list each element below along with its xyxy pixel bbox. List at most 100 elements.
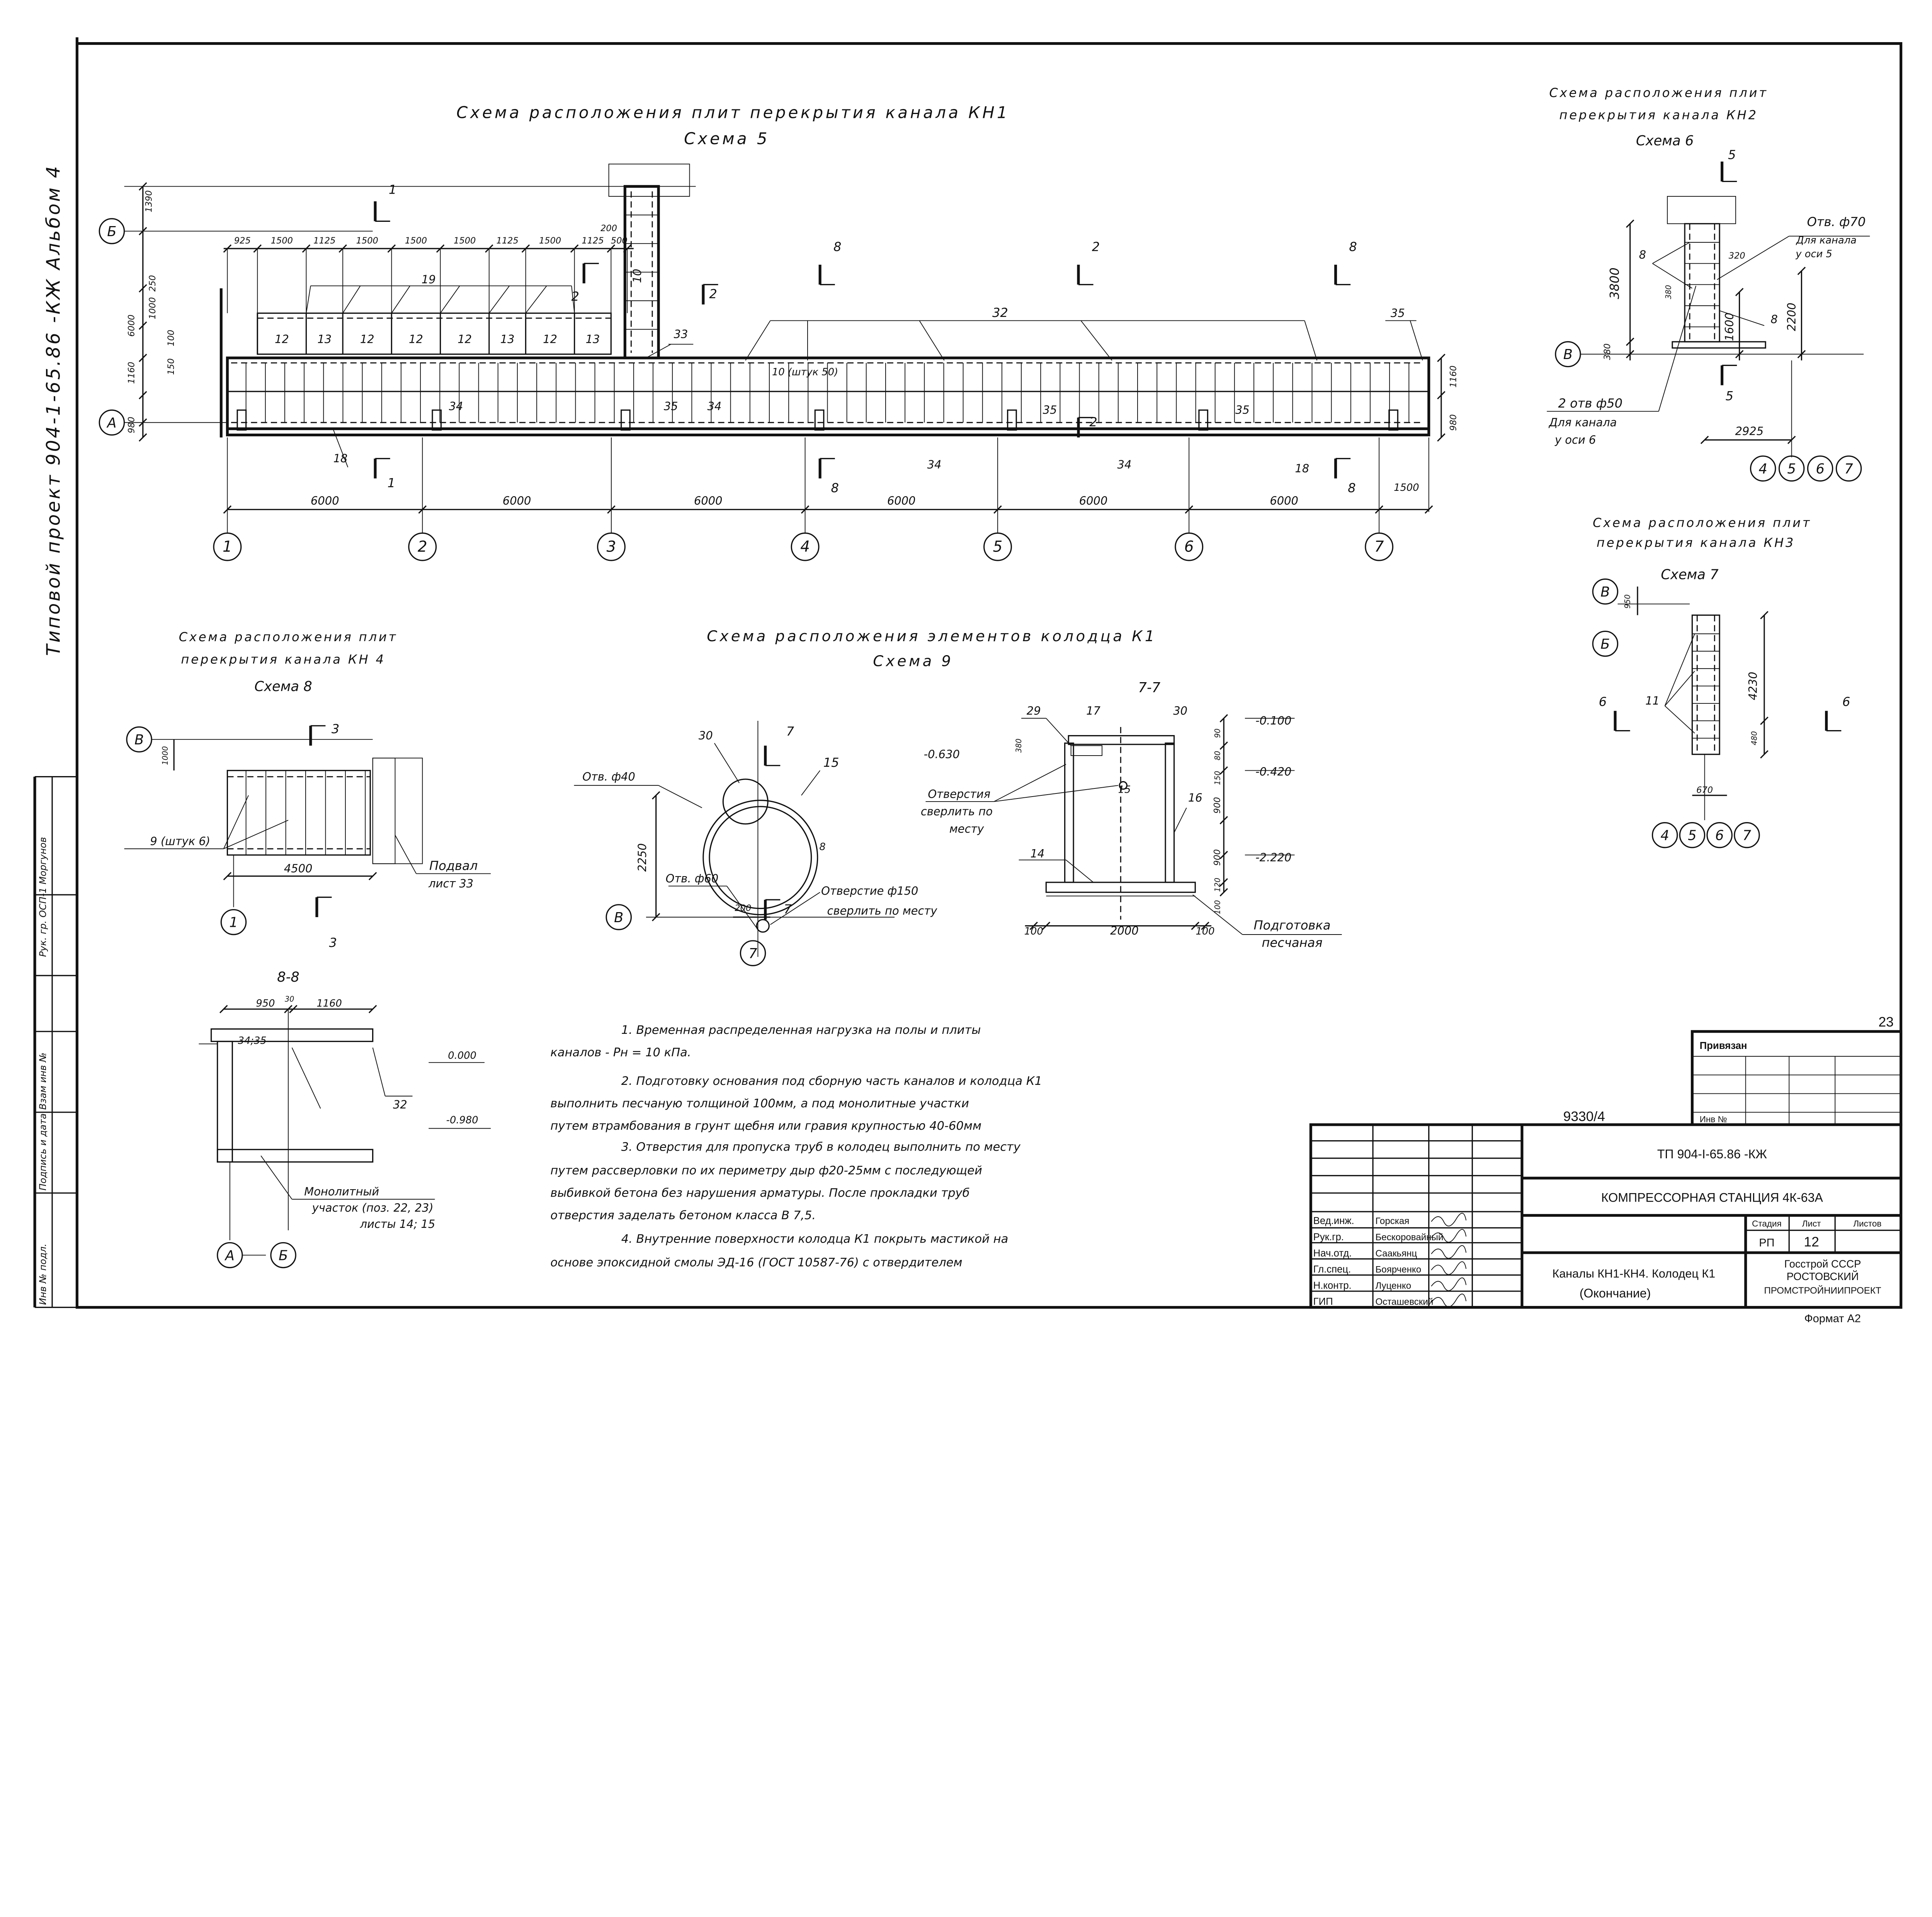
signature-name: Бескоровайный — [1375, 1232, 1443, 1243]
section-8-8-label: 32 — [393, 1098, 407, 1111]
section-7-7-label: -2.220 — [1255, 851, 1291, 864]
pipe-opening — [1119, 781, 1128, 790]
axis-marker — [1778, 455, 1805, 482]
axis-marker-1 — [220, 909, 247, 935]
axis-label: 3 — [607, 538, 616, 556]
dimension-tick — [1185, 505, 1193, 514]
sheet-reference: лист 33 — [428, 877, 473, 890]
leader-line — [489, 285, 510, 313]
mark-marks-9: 35 — [1043, 403, 1057, 417]
sheets-header: Листов — [1853, 1219, 1881, 1229]
format-label: Формат А2 — [1804, 1313, 1861, 1325]
basement-label: Подвал — [429, 858, 478, 873]
dimension-tick — [1219, 851, 1228, 859]
axis-label: Б — [279, 1248, 288, 1263]
axis-label: Б — [1600, 636, 1610, 652]
leader-line — [1665, 705, 1695, 734]
section-label: 8 — [1349, 240, 1357, 254]
note-line: 4. Внутренние поверхности колодца К1 пок… — [621, 1232, 1009, 1246]
dimension-tick — [1219, 816, 1228, 824]
mark-19: 19 — [422, 273, 436, 286]
leader-line — [993, 764, 1066, 802]
stage-header: Стадия — [1752, 1219, 1782, 1229]
support-block — [621, 409, 631, 431]
leader-line — [919, 320, 945, 361]
paper — [0, 0, 1932, 1330]
schema-6-title: перекрытия канала КН2 — [1559, 108, 1758, 123]
channel-kn3 — [1691, 615, 1720, 755]
stamp-strip-label: Подпись и дата — [37, 1113, 48, 1191]
section-label: 1 — [388, 475, 395, 490]
axis-label: 1 — [229, 915, 238, 931]
schema-7-title: перекрытия канала КН3 — [1597, 535, 1795, 550]
axis-label: 4 — [1759, 461, 1767, 477]
leader-line — [1410, 320, 1423, 361]
section-label: 8 — [1348, 480, 1355, 495]
archive-number: 9330/4 — [1563, 1109, 1605, 1124]
inv-label: Инв № — [1700, 1115, 1727, 1124]
engineering-drawing-sheet: Схема расположения плит перекрытия канал… — [0, 0, 1932, 1330]
section-7-7-label: 30 — [1173, 704, 1187, 717]
section-8-8-label: Монолитный — [304, 1185, 379, 1198]
span-dimension: 6000 — [503, 494, 531, 507]
dimension-tick — [138, 391, 147, 400]
adjacent-structure — [608, 163, 690, 197]
dimension-tick — [1219, 714, 1228, 723]
right-dimension: 1160 — [1448, 366, 1458, 388]
mark-marks-11: 34 — [927, 458, 942, 471]
leader-line — [391, 286, 410, 313]
basement-wall — [372, 758, 396, 864]
leader-line — [1664, 633, 1695, 706]
left-dimension: 1000 — [148, 297, 158, 319]
dimension-tick — [284, 1005, 293, 1013]
dimension-tick — [1375, 505, 1383, 514]
stamp-strip-label: Взам инв № — [37, 1052, 48, 1110]
mark-30: 30 — [699, 729, 713, 742]
top-dimension: 1125 — [313, 236, 335, 246]
span-dimension: 6000 — [1079, 494, 1108, 507]
dimension-tick — [418, 505, 427, 514]
axis-marker-7 — [1365, 532, 1394, 561]
left-dimension: 1390 — [144, 190, 154, 212]
support-block — [236, 409, 247, 431]
section-7-7-label: 100 — [1024, 926, 1043, 937]
plate-number: 13 — [500, 332, 515, 346]
axis-marker-3 — [597, 532, 626, 561]
section-7-7-label: 100 — [1213, 900, 1222, 914]
dimension-tick — [1437, 354, 1446, 362]
organization: ПРОМСТРОЙНИИПРОЕКТ — [1764, 1285, 1881, 1296]
section-7-7-label: песчаная — [1262, 935, 1322, 950]
section-label: 5 — [1726, 388, 1733, 403]
section-label: 3 — [329, 935, 337, 950]
leader-line — [801, 770, 820, 796]
drawing-subtitle: (Окончание) — [1580, 1286, 1651, 1300]
signature-role: Нач.отд. — [1313, 1248, 1352, 1259]
stage-value: РП — [1759, 1237, 1774, 1249]
section-8-8-label: 1160 — [316, 998, 342, 1009]
plate-number: 12 — [543, 332, 557, 346]
cover-slab — [1068, 735, 1175, 745]
note-line: каналов - Pн = 10 кПа. — [550, 1046, 691, 1059]
axis-label: 5 — [1688, 828, 1697, 844]
axis-marker — [1734, 822, 1760, 848]
axis-label: 5 — [1787, 461, 1796, 477]
leader-line — [726, 886, 759, 930]
leader-line — [332, 428, 349, 468]
signature-icon — [1431, 1245, 1467, 1259]
row-marker-b — [1592, 630, 1619, 657]
dimension-tick — [1219, 741, 1228, 750]
dimension: 2925 — [1735, 424, 1764, 438]
dimension-tick — [1437, 433, 1446, 442]
note-line: отверстия заделать бетоном класса В 7,5. — [550, 1209, 816, 1222]
row-marker-v — [605, 904, 632, 930]
dimension-tick — [138, 284, 147, 293]
axis-marker-2 — [408, 532, 437, 561]
left-dimension: 100 — [166, 330, 176, 346]
leader-line — [770, 892, 820, 925]
mark-marks-12: 34 — [1117, 458, 1132, 471]
schema-7-title: Схема расположения плит — [1593, 515, 1811, 530]
dimension-tick — [138, 433, 147, 442]
top-dimension: 925 — [234, 236, 251, 246]
left-dimension: 250 — [148, 275, 158, 292]
